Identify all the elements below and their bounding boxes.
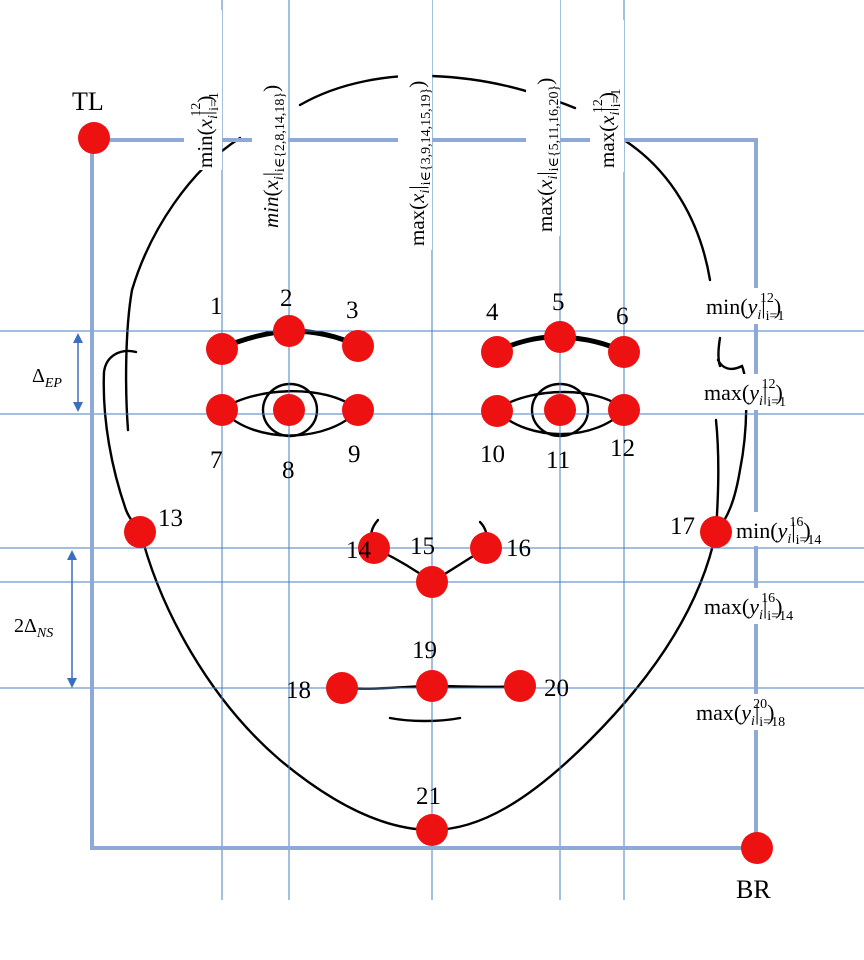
landmark-16 bbox=[470, 532, 502, 564]
landmark-9 bbox=[342, 394, 374, 426]
delta-ep-arrow-head-top bbox=[73, 333, 83, 343]
landmark-number: 11 bbox=[546, 447, 570, 474]
corner-br-dot bbox=[741, 832, 773, 864]
landmark-number: 6 bbox=[616, 303, 629, 330]
right-ear-inner bbox=[714, 336, 722, 534]
landmark-number: 14 bbox=[346, 537, 372, 564]
landmark-13 bbox=[124, 516, 156, 548]
landmark-11 bbox=[544, 394, 576, 426]
label-max-y-all: max(yi|i=112) bbox=[704, 377, 786, 410]
landmark-4 bbox=[481, 336, 513, 368]
landmark-10 bbox=[481, 395, 513, 427]
horizontal-labels: min(yi|i=112) max(yi|i=112) min(yi|i=141… bbox=[692, 288, 860, 730]
label-mask bbox=[398, 0, 432, 250]
landmark-5 bbox=[544, 321, 576, 353]
landmark-19 bbox=[416, 670, 448, 702]
delta-ep-arrow-head-bottom bbox=[73, 402, 83, 412]
landmark-7 bbox=[206, 394, 238, 426]
landmark-points bbox=[78, 122, 773, 864]
vertical-labels: min(xi|i=112) min(xi|i∈{2,8,14,18}) max(… bbox=[184, 0, 624, 250]
landmark-12 bbox=[608, 394, 640, 426]
landmark-number: 4 bbox=[486, 299, 499, 326]
label-max-y-mouth: max(yi|i=1820) bbox=[696, 697, 785, 730]
label-mask bbox=[590, 20, 624, 172]
label-min-x-all: min(xi|i=112) bbox=[189, 92, 222, 168]
landmark-18 bbox=[326, 672, 358, 704]
label-mask bbox=[252, 10, 288, 235]
label-max-y-nose: max(yi|i=1416) bbox=[704, 591, 793, 624]
landmark-1 bbox=[206, 333, 238, 365]
label-min-y-nose: min(yi|i=1416) bbox=[736, 515, 821, 548]
head-right-contour bbox=[622, 138, 712, 282]
landmark-number: 5 bbox=[552, 289, 565, 316]
label-mask bbox=[692, 694, 860, 730]
landmark-number: 21 bbox=[416, 783, 441, 810]
label-mask bbox=[700, 288, 860, 324]
label-mask bbox=[730, 512, 860, 546]
label-max-x-all: max(xi|i=112) bbox=[591, 89, 624, 168]
landmark-number: 17 bbox=[670, 513, 695, 540]
corner-tl-label: TL bbox=[72, 87, 104, 116]
delta-ns-arrow-head-bottom bbox=[67, 678, 77, 688]
label-max-x-set-b: max(xi|i∈{3,9,14,15,19}) bbox=[405, 81, 434, 246]
left-iris bbox=[261, 382, 319, 438]
head-left-contour bbox=[124, 136, 242, 432]
landmark-number: 13 bbox=[158, 505, 183, 532]
landmark-20 bbox=[504, 670, 536, 702]
landmark-number: 15 bbox=[410, 533, 435, 560]
landmark-8 bbox=[273, 394, 305, 426]
landmark-number: 20 bbox=[544, 675, 569, 702]
landmark-number: 2 bbox=[280, 285, 293, 312]
landmark-number: 10 bbox=[480, 441, 505, 468]
landmark-number: 12 bbox=[610, 435, 635, 462]
landmark-15 bbox=[416, 566, 448, 598]
left-ear bbox=[102, 349, 142, 532]
lower-lip bbox=[388, 716, 462, 723]
label-min-y-all: min(yi|i=112) bbox=[706, 291, 784, 324]
landmark-14 bbox=[358, 532, 390, 564]
landmark-number: 8 bbox=[282, 457, 295, 484]
delta-dimensions: ΔEP 2ΔNS bbox=[14, 333, 83, 688]
landmark-number: 9 bbox=[348, 441, 361, 468]
landmark-number: 3 bbox=[346, 297, 359, 324]
label-mask bbox=[700, 588, 860, 624]
landmark-number: 16 bbox=[506, 535, 531, 562]
landmark-6 bbox=[608, 336, 640, 368]
landmark-number: 18 bbox=[286, 677, 311, 704]
landmark-17 bbox=[700, 516, 732, 548]
landmark-number: 19 bbox=[412, 637, 437, 664]
landmark-21 bbox=[416, 814, 448, 846]
label-mask bbox=[184, 10, 222, 170]
landmark-number: 1 bbox=[210, 293, 223, 320]
landmark-2 bbox=[273, 315, 305, 347]
delta-ns-arrow-head-top bbox=[67, 550, 77, 560]
landmark-number: 7 bbox=[210, 447, 223, 474]
landmark-numbers: 1 2 3 4 5 6 7 8 9 10 11 12 13 14 15 16 1… bbox=[158, 285, 695, 810]
label-min-x-set-a: min(xi|i∈{2,8,14,18}) bbox=[259, 85, 288, 228]
label-mask bbox=[526, 0, 560, 236]
landmark-3 bbox=[342, 330, 374, 362]
corner-br-label: BR bbox=[736, 875, 771, 904]
delta-ep-label: ΔEP bbox=[32, 365, 62, 391]
corner-tl-dot bbox=[78, 122, 110, 154]
label-mask bbox=[698, 374, 860, 410]
label-max-x-set-c: max(xi|i∈{5,11,16,20}) bbox=[533, 78, 562, 232]
delta-ns-label: 2ΔNS bbox=[14, 615, 53, 641]
